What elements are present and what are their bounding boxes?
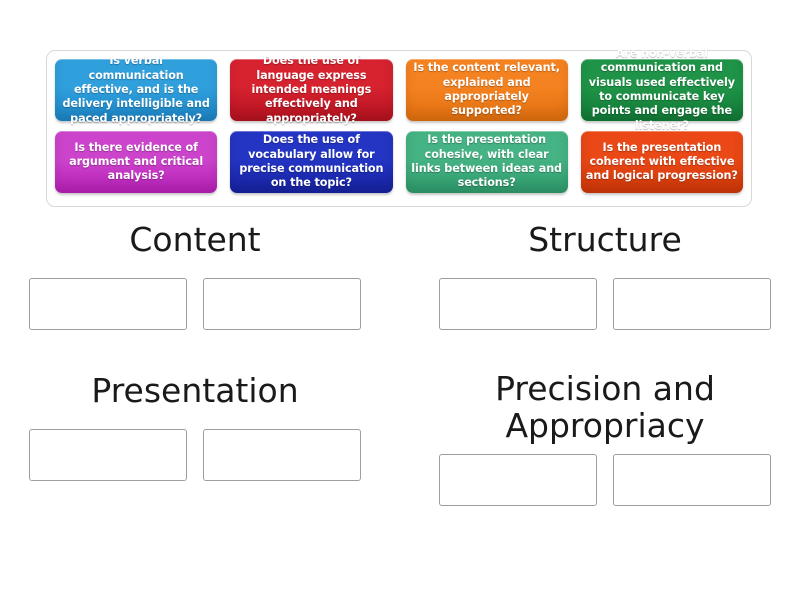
- answer-tile-7-label: Is the presentation cohesive, with clear…: [411, 133, 562, 190]
- answer-tile-8[interactable]: Is the presentation coherent with effect…: [580, 131, 743, 193]
- answer-tile-5-label: Is there evidence of argument and critic…: [69, 140, 204, 183]
- category-structure-slots: [428, 277, 782, 330]
- answer-tile-1-label: Is verbal communication effective, and i…: [62, 54, 210, 125]
- drop-slot-content-1[interactable]: [29, 277, 187, 330]
- drop-slot-content-2[interactable]: [203, 277, 361, 330]
- category-content: Content: [0, 220, 390, 330]
- drop-slot-precision-1[interactable]: [439, 453, 597, 506]
- drop-slot-precision-2[interactable]: [613, 453, 771, 506]
- category-presentation-slots: [18, 428, 372, 481]
- drop-slot-structure-2[interactable]: [613, 277, 771, 330]
- answer-tile-3-label: Is the content relevant, explained and a…: [413, 61, 560, 118]
- answer-tile-tray: Is verbal communication effective, and i…: [46, 47, 752, 207]
- answer-tile-8-label: Is the presentation coherent with effect…: [585, 140, 738, 183]
- category-precision-and-appropriacy-slots: [428, 453, 782, 506]
- category-structure-title: Structure: [528, 220, 682, 259]
- category-presentation-title: Presentation: [91, 370, 299, 410]
- answer-tile-2[interactable]: Does the use of language express intende…: [230, 54, 393, 125]
- drop-slot-presentation-2[interactable]: [203, 428, 361, 481]
- drop-slot-presentation-1[interactable]: [29, 428, 187, 481]
- answer-tile-1[interactable]: Is verbal communication effective, and i…: [55, 54, 218, 125]
- answer-tile-3[interactable]: Is the content relevant, explained and a…: [405, 59, 568, 121]
- answer-tile-5[interactable]: Is there evidence of argument and critic…: [55, 131, 218, 193]
- category-drop-area: Content Structure Presentation Precision…: [0, 220, 800, 506]
- category-precision-and-appropriacy-title: Precision and Appropriacy: [495, 368, 715, 445]
- answer-tile-6[interactable]: Does the use of vocabulary allow for pre…: [230, 131, 393, 193]
- category-content-slots: [18, 277, 372, 330]
- tile-row-1: Is verbal communication effective, and i…: [55, 47, 743, 132]
- answer-tile-6-label: Does the use of vocabulary allow for pre…: [239, 133, 384, 190]
- category-presentation: Presentation: [0, 370, 390, 506]
- answer-tile-4[interactable]: Are non-verbal communication and visuals…: [580, 47, 743, 132]
- category-content-title: Content: [129, 220, 261, 259]
- answer-tile-4-label: Are non-verbal communication and visuals…: [588, 47, 735, 132]
- category-precision-and-appropriacy: Precision and Appropriacy: [410, 368, 800, 506]
- drop-slot-structure-1[interactable]: [439, 277, 597, 330]
- answer-tile-7[interactable]: Is the presentation cohesive, with clear…: [405, 131, 568, 193]
- answer-tile-2-label: Does the use of language express intende…: [251, 54, 372, 125]
- category-structure: Structure: [410, 220, 800, 330]
- tile-row-2: Is there evidence of argument and critic…: [55, 131, 743, 193]
